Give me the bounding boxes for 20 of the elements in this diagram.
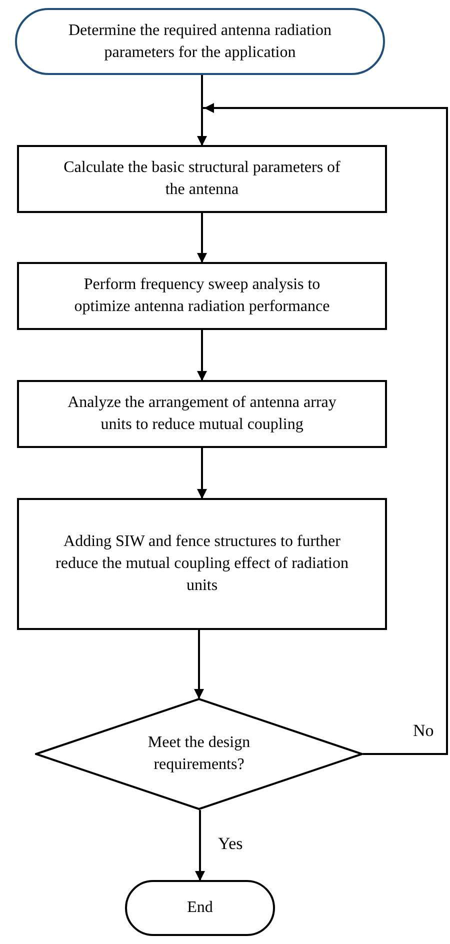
- arrow: [197, 448, 207, 499]
- process-box: [17, 262, 387, 330]
- arrow: [197, 213, 207, 263]
- process-box: [17, 145, 387, 213]
- node-text: Adding SIW and fence structures to further reduce the mutual coupling effect of radiation units: [55, 532, 349, 596]
- process-box: [17, 498, 387, 630]
- decision-diamond: [35, 698, 363, 810]
- arrow: [195, 810, 205, 881]
- node-text: Analyze the arrangement of antenna array units to reduce mutual coupling: [66, 393, 338, 435]
- arrow: [201, 103, 448, 755]
- node-text: End: [187, 898, 213, 918]
- node-text: Calculate the basic structural parameters of the antenna: [62, 158, 342, 200]
- arrow: [194, 630, 204, 699]
- process-box: [17, 380, 387, 448]
- arrow: [197, 75, 207, 146]
- node-text: Meet the design requirements?: [146, 733, 252, 775]
- node-text: Determine the required antenna radiation parameters for the application: [68, 20, 332, 62]
- terminal-box: [125, 880, 275, 936]
- arrow: [197, 330, 207, 381]
- node-text: Perform frequency sweep analysis to optimize antenna radiation performance: [73, 275, 331, 317]
